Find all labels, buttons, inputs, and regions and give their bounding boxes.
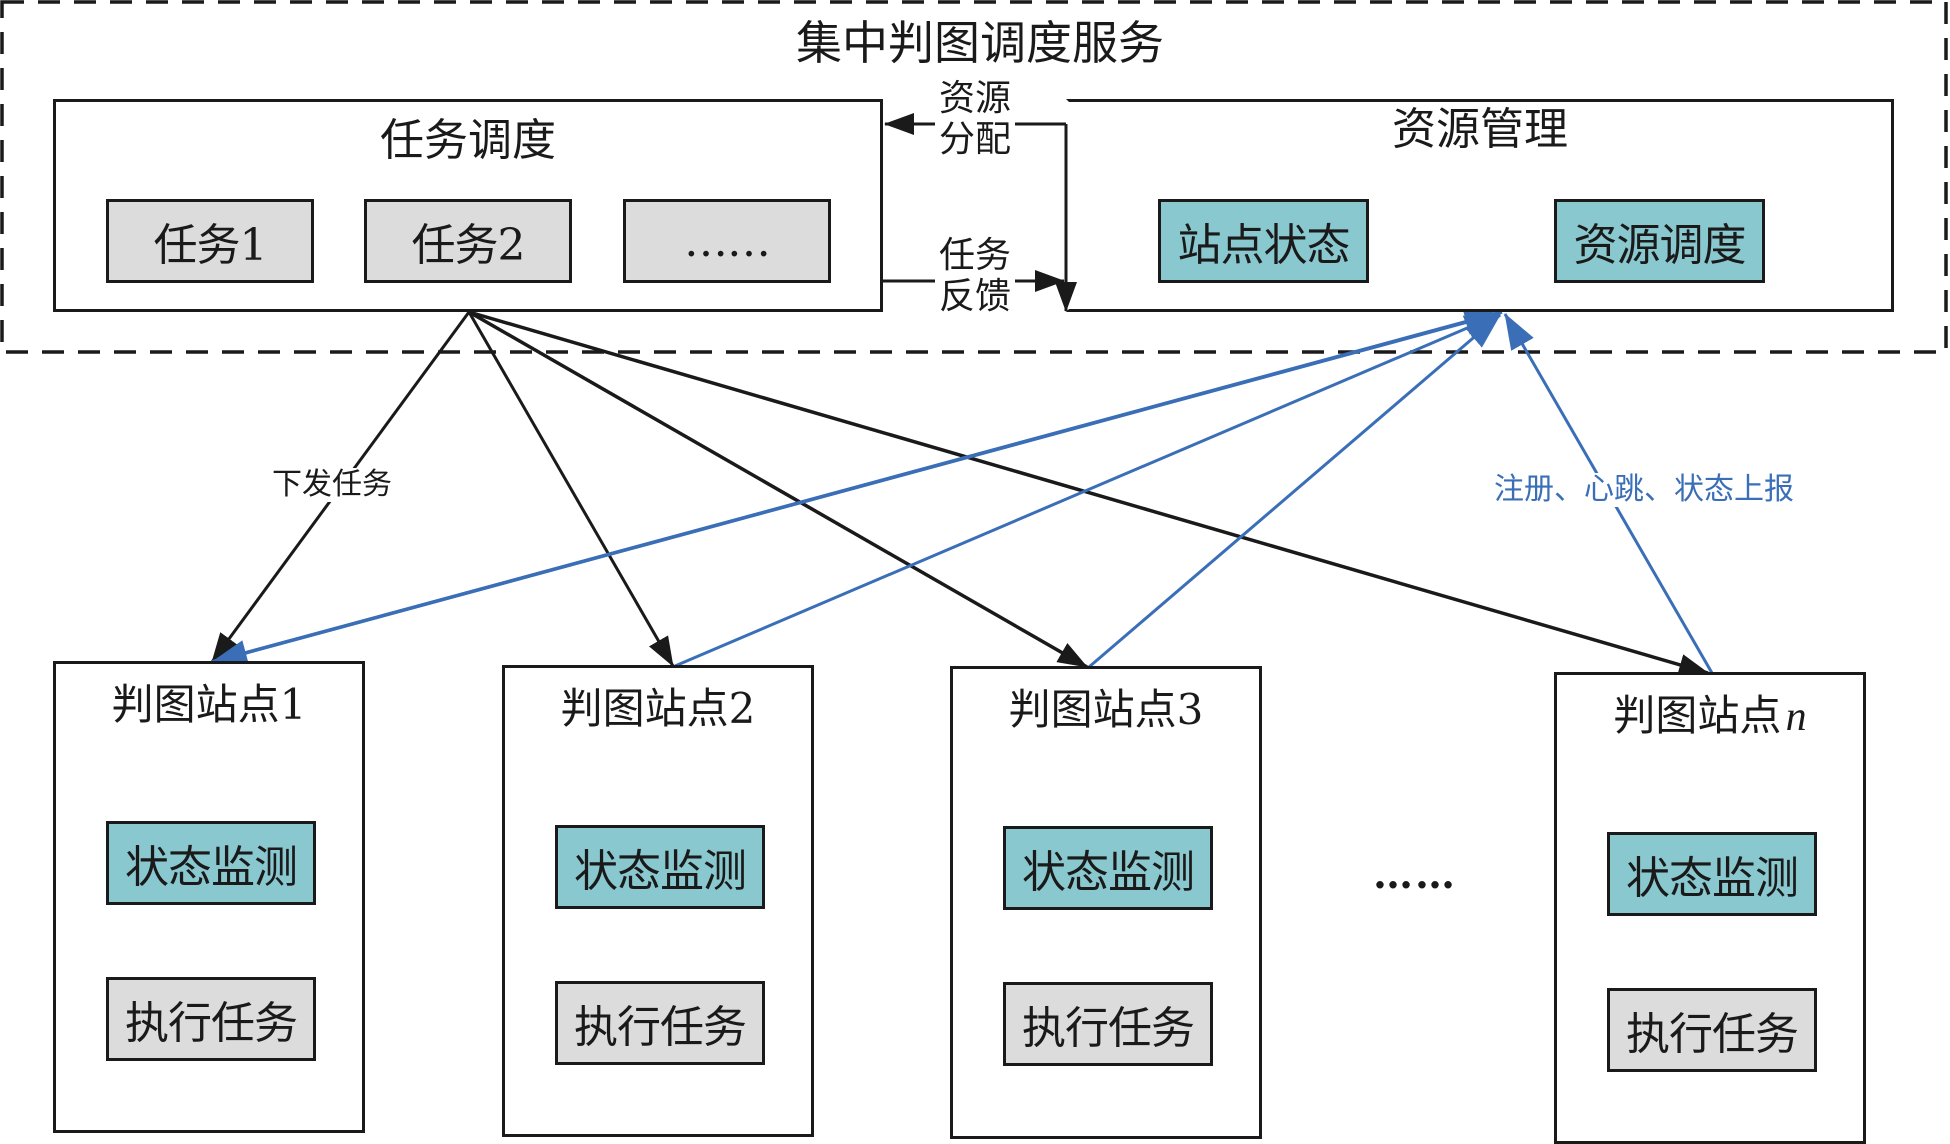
task-feedback-label: 任务 反馈 [935,235,1015,318]
task-item-1: 任务1 [106,199,314,283]
task-scheduling-title: 任务调度 [380,115,556,166]
task-item-2: 任务2 [364,199,572,283]
station-3-execute-task: 执行任务 [1003,982,1213,1066]
resource-allocation-label-line2: 分配 [938,119,1011,161]
resource-management-title: 资源管理 [1392,104,1568,155]
stations-ellipsis: …… [1373,851,1457,898]
station-2-title: 判图站点2 [560,684,756,733]
station-n-status-monitor: 状态监测 [1607,832,1817,916]
service-boundary [0,0,1948,354]
report-arrow-station-3 [1088,313,1501,669]
module-station-status: 站点状态 [1158,199,1369,283]
report-arrow-station-1 [211,309,1501,664]
task-feedback-label-line2: 反馈 [938,276,1011,318]
station-n-execute-task: 执行任务 [1607,988,1817,1072]
station-3-title: 判图站点3 [1008,685,1204,734]
dispatch-arrow-station-n [468,310,1709,676]
station-2: 判图站点2 状态监测 执行任务 [502,665,814,1137]
station-2-status-monitor: 状态监测 [555,825,765,909]
station-n-title-prefix: 判图站点 [1613,691,1782,740]
resource-allocation-label-line1: 资源 [938,78,1011,119]
task-item-more: …… [623,199,831,283]
dispatch-label: 下发任务 [268,468,396,502]
report-label: 注册、心跳、状态上报 [1490,473,1798,507]
station-1: 判图站点1 状态监测 执行任务 [53,661,365,1133]
station-n-title-var: n [1785,694,1807,740]
task-feedback-label-line1: 任务 [938,235,1011,276]
station-1-status-monitor: 状态监测 [106,821,316,905]
module-resource-scheduling: 资源调度 [1554,199,1765,283]
service-title: 集中判图调度服务 [770,20,1190,66]
report-arrow-station-2 [674,312,1501,668]
station-3: 判图站点3 状态监测 执行任务 [950,666,1262,1139]
resource-management-box: 资源管理 站点状态 资源调度 [1066,99,1894,312]
dispatch-arrow-station-2 [467,311,675,667]
station-1-execute-task: 执行任务 [106,977,316,1061]
resource-allocation-label: 资源 分配 [935,78,1015,161]
station-2-execute-task: 执行任务 [555,981,765,1065]
dispatch-arrow-station-3 [468,310,1088,669]
task-scheduling-box: 任务调度 任务1 任务2 …… [53,99,883,312]
station-n: 判图站点 n 状态监测 执行任务 [1554,672,1866,1144]
station-3-status-monitor: 状态监测 [1003,826,1213,910]
station-n-title: 判图站点 n [1557,694,1863,740]
station-1-title: 判图站点1 [111,680,307,729]
